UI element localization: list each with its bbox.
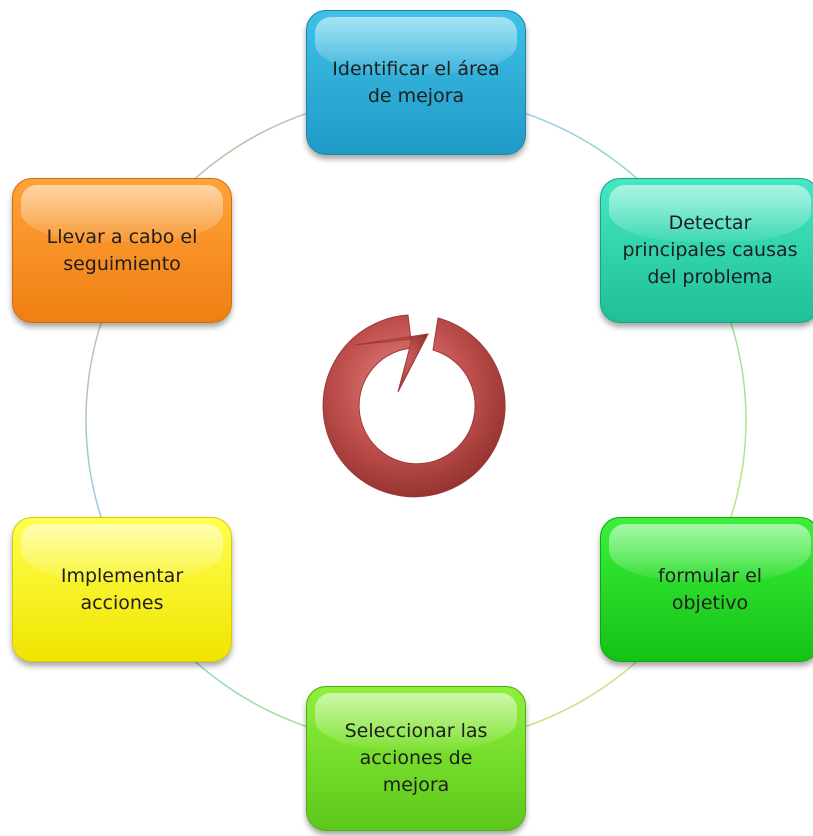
step-seleccionar-acciones: Seleccionar las acciones de mejora (306, 686, 526, 831)
step-seguimiento: Llevar a cabo el seguimiento (12, 178, 232, 323)
step-implementar-acciones: Implementar acciones (12, 517, 232, 662)
step-formular-objetivo: formular el objetivo (600, 517, 813, 662)
step-label: formular el objetivo (657, 564, 763, 614)
step-label: Llevar a cabo el seguimiento (46, 225, 198, 275)
step-label: Identificar el área de mejora (332, 57, 500, 107)
step-label: Seleccionar las acciones de mejora (344, 720, 488, 796)
circular-arrow-icon (322, 314, 506, 498)
step-identificar-area: Identificar el área de mejora (306, 10, 526, 155)
step-detectar-causas: Detectar principales causas del problema (600, 178, 813, 323)
step-label: Implementar acciones (60, 564, 184, 614)
step-label: Detectar principales causas del problema (622, 212, 798, 288)
